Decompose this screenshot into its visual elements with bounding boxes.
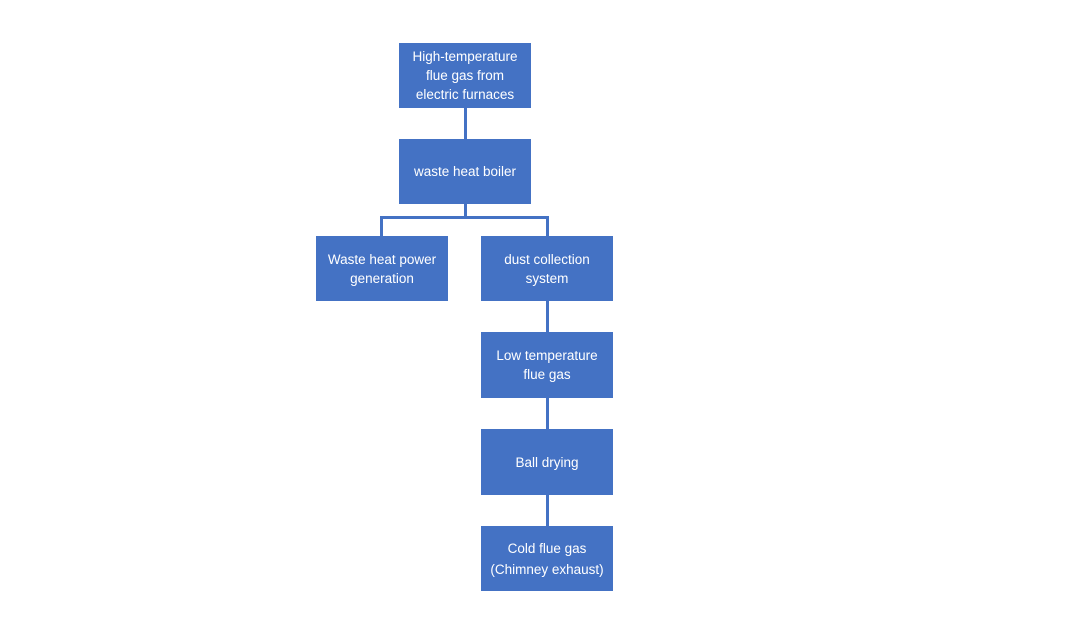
node-text-line: dust collection	[504, 251, 590, 267]
node-text-line: (Chimney exhaust)	[490, 561, 604, 577]
node-text-line: Cold flue gas	[507, 540, 587, 556]
node-cold-flue-gas: Cold flue gas (Chimney exhaust)	[481, 526, 613, 591]
node-dust-collection-system: dust collection system	[481, 236, 613, 301]
node-waste-heat-power-generation: Waste heat power generation	[316, 236, 448, 301]
node-text-line: electric furnaces	[415, 87, 515, 102]
node-high-temp-flue-gas: High-temperature flue gas from electric …	[399, 43, 531, 108]
node-text-line: Waste heat power	[327, 251, 437, 267]
node-text-line: system	[525, 270, 569, 286]
connector-dust-to-low-temp	[546, 301, 549, 332]
connector-branch-to-dust	[546, 216, 549, 236]
connector-branch-horizontal	[380, 216, 549, 219]
node-text-line: generation	[350, 270, 414, 286]
node-text-line: High-temperature	[412, 49, 518, 64]
node-text-line: waste heat boiler	[413, 164, 517, 179]
connector-drying-to-cold	[546, 495, 549, 526]
node-text-line: Low temperature	[496, 348, 598, 363]
node-ball-drying: Ball drying	[481, 429, 613, 495]
node-text-line: flue gas	[523, 367, 571, 382]
node-low-temperature-flue-gas: Low temperature flue gas	[481, 332, 613, 398]
connector-boiler-stem	[464, 204, 467, 218]
node-text-line: flue gas from	[425, 68, 505, 83]
node-text-line: Ball drying	[515, 454, 579, 470]
node-waste-heat-boiler: waste heat boiler	[399, 139, 531, 204]
connector-branch-to-power	[380, 216, 383, 236]
connector-high-temp-to-boiler	[464, 108, 467, 139]
connector-low-temp-to-drying	[546, 398, 549, 429]
